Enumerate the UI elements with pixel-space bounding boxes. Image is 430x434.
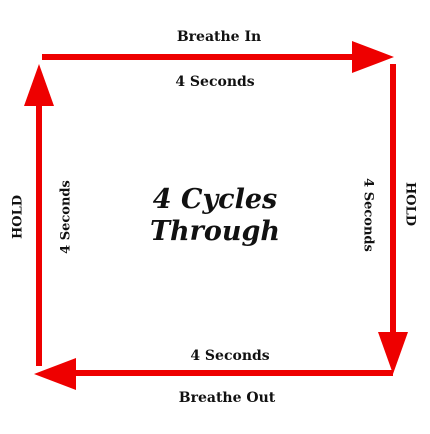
breathe-out-arrow	[34, 358, 393, 390]
hold-left-duration: 4 Seconds	[58, 180, 74, 254]
breathe-in-arrow	[42, 41, 394, 73]
hold-left-label: HOLD	[10, 194, 26, 240]
breathe-in-label: Breathe In	[176, 29, 262, 45]
breathe-out-label: Breathe Out	[178, 390, 276, 406]
center-caption-line2: Through	[149, 216, 281, 247]
hold-right-label: HOLD	[402, 181, 418, 227]
hold-right-duration: 4 Seconds	[360, 178, 376, 252]
center-caption: 4 Cycles Through	[150, 184, 280, 248]
breathe-in-duration: 4 Seconds	[175, 74, 255, 90]
center-caption-line1: 4 Cycles	[152, 184, 278, 216]
breathe-out-duration: 4 Seconds	[190, 348, 270, 364]
hold-right-arrow	[378, 64, 408, 374]
hold-left-arrow	[24, 64, 54, 366]
